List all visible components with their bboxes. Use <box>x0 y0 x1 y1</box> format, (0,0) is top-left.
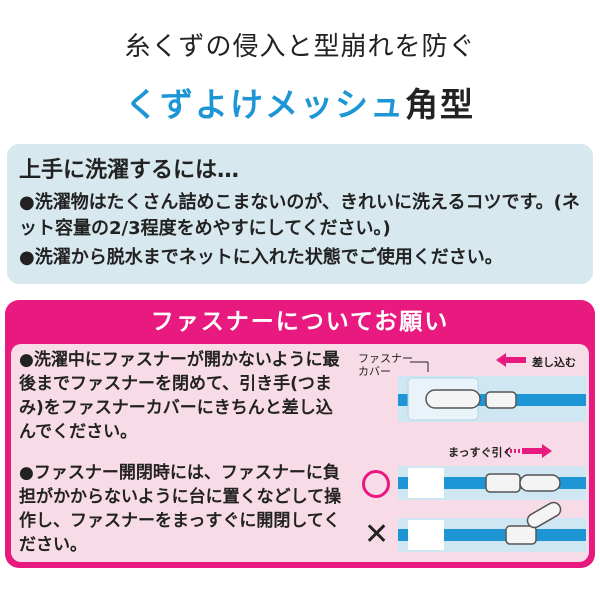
insert-arrow-icon <box>496 353 526 367</box>
zipper-cover-label: ファスナー カバー <box>358 352 413 378</box>
pull-straight-label: まっすぐ引く <box>448 446 514 459</box>
product-title-type: 角型 <box>405 85 475 124</box>
zipper-request-box: ファスナーについてお願い ●洗濯中にファスナーが開かないように最後までファスナー… <box>5 300 595 568</box>
insert-label: 差し込む <box>532 356 576 369</box>
washing-tip-2: ●洗濯から脱水までネットに入れた状態でご使用ください。 <box>19 247 503 268</box>
washing-tip-1: ●洗濯物はたくさん詰めこまないのが、きれいに洗えるコツです。(ネット容量の2/3… <box>19 192 580 239</box>
zipper-request-body: ●洗濯中にファスナーが開かないように最後までファスナーを閉めて、引き手(つまみ)… <box>11 344 589 562</box>
washing-tips-box: 上手に洗濯するには… ●洗濯物はたくさん詰めこまないのが、きれいに洗えるコツです… <box>7 144 593 284</box>
wrong-cross-icon: ✕ <box>364 517 390 552</box>
zipper-request-heading: ファスナーについてお願い <box>150 309 450 335</box>
correct-circle-icon <box>362 470 390 498</box>
zipper-request-1: ●洗濯中にファスナーが開かないように最後までファスナーを閉めて、引き手(つまみ)… <box>19 350 340 442</box>
zipper-request-2: ●ファスナー開閉時には、ファスナーに負担がかからないように台に置くなどして操作し… <box>19 463 342 555</box>
washing-tips-heading: 上手に洗濯するには… <box>19 158 240 183</box>
subtitle: 糸くずの侵入と型崩れを防ぐ <box>124 32 476 62</box>
zipper-diagram: ファスナー カバー 差し込む <box>356 344 589 562</box>
zipper-illustrations <box>398 353 586 552</box>
product-title-name: くずよけメッシュ <box>125 85 405 124</box>
pull-arrow-icon <box>522 444 552 458</box>
product-title: くずよけメッシュ角型 <box>0 78 600 126</box>
